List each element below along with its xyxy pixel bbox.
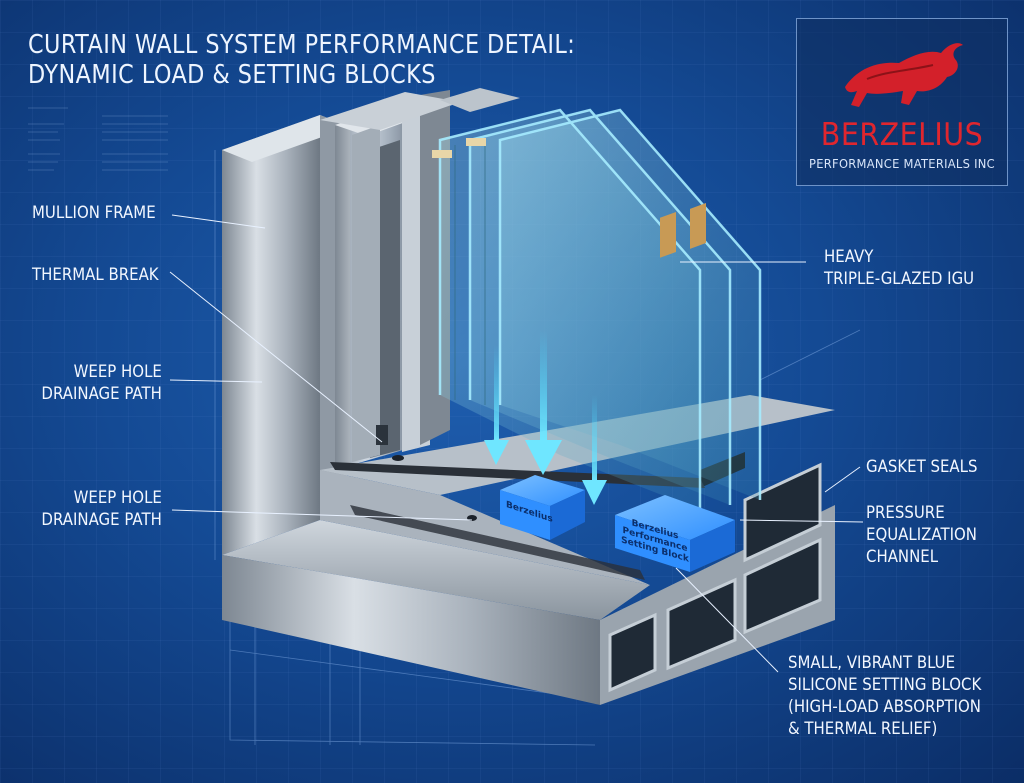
callout-pressure-channel: PRESSURE EQUALIZATION CHANNEL bbox=[866, 502, 977, 568]
callout-weep-hole-2-line-2: DRAINAGE PATH bbox=[41, 510, 162, 530]
callout-weep-hole-2: WEEP HOLE DRAINAGE PATH bbox=[42, 487, 162, 531]
callout-weep-hole-1-line-1: WEEP HOLE bbox=[73, 362, 162, 382]
spec-table-decoration bbox=[28, 107, 168, 171]
callout-weep-hole-2-line-1: WEEP HOLE bbox=[73, 488, 162, 508]
callout-pressure-line-3: CHANNEL bbox=[866, 547, 939, 567]
callout-setting-block: SMALL, VIBRANT BLUE SILICONE SETTING BLO… bbox=[788, 652, 981, 740]
title-line-1: CURTAIN WALL SYSTEM PERFORMANCE DETAIL: bbox=[28, 30, 576, 60]
leader-lines bbox=[169, 214, 864, 673]
setting-block-a bbox=[500, 475, 585, 540]
title-line-2: DYNAMIC LOAD & SETTING BLOCKS bbox=[28, 60, 436, 90]
callout-setting-block-line-3: (HIGH-LOAD ABSORPTION bbox=[788, 697, 982, 717]
callout-thermal-break: THERMAL BREAK bbox=[32, 265, 159, 285]
brand-name: BERZELIUS bbox=[820, 117, 984, 153]
callout-setting-block-line-1: SMALL, VIBRANT BLUE bbox=[788, 653, 956, 673]
callout-weep-hole-1: WEEP HOLE DRAINAGE PATH bbox=[42, 361, 162, 405]
callout-setting-block-line-2: SILICONE SETTING BLOCK bbox=[788, 675, 982, 695]
brand-logo-box: BERZELIUS PERFORMANCE MATERIALS INC bbox=[796, 18, 1008, 186]
callout-igu-line-2: TRIPLE-GLAZED IGU bbox=[824, 269, 975, 289]
setting-block-b bbox=[615, 495, 735, 572]
callout-pressure-line-1: PRESSURE bbox=[866, 503, 945, 523]
callout-igu: HEAVY TRIPLE-GLAZED IGU bbox=[824, 246, 974, 290]
bull-icon bbox=[845, 43, 963, 107]
callout-igu-line-1: HEAVY bbox=[824, 247, 874, 267]
callout-setting-block-line-4: & THERMAL RELIEF) bbox=[788, 719, 938, 739]
callout-weep-hole-1-line-2: DRAINAGE PATH bbox=[41, 384, 162, 404]
load-arrows bbox=[484, 330, 607, 505]
page-title: CURTAIN WALL SYSTEM PERFORMANCE DETAIL: … bbox=[28, 30, 575, 90]
callout-pressure-line-2: EQUALIZATION bbox=[866, 525, 978, 545]
brand-subtitle: PERFORMANCE MATERIALS INC bbox=[809, 156, 995, 171]
callout-mullion-frame: MULLION FRAME bbox=[32, 203, 156, 223]
triple-glazed-igu bbox=[432, 108, 762, 510]
callout-gasket-seals: GASKET SEALS bbox=[866, 457, 978, 477]
